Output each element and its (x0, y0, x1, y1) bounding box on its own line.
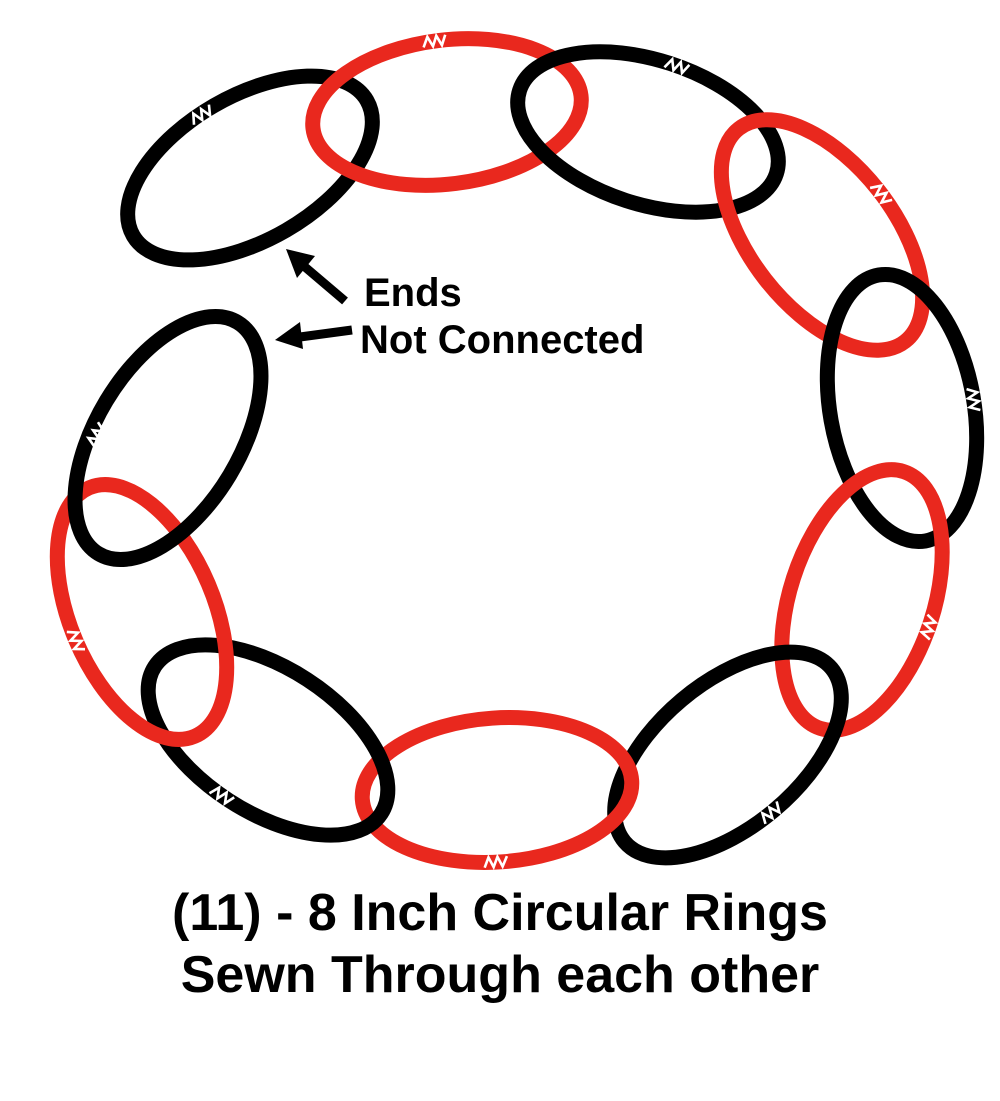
ring-11-black-upper-left (67, 308, 269, 568)
stitch-mark-icon (965, 387, 982, 412)
stitch-mark-icon (191, 104, 212, 125)
caption-line-1: (11) - 8 Inch Circular Rings (172, 884, 828, 942)
caption-group: (11) - 8 Inch Circular Rings Sewn Throug… (172, 884, 828, 1004)
rings-layer (49, 31, 985, 871)
stitch-mark-icon (422, 32, 447, 50)
ring-4-red-upper-right (713, 112, 931, 358)
stitch-mark-icon (208, 785, 235, 806)
stitch-mark-icon (869, 183, 893, 205)
annotation-not-connected-label: Not Connected (360, 318, 644, 362)
stitch-mark-icon (483, 853, 509, 871)
stitch-mark-icon (760, 801, 782, 825)
stitch-mark-icon (918, 613, 939, 641)
stitch-mark-icon (663, 56, 691, 77)
caption-line-2: Sewn Through each other (181, 946, 820, 1004)
ring-2-red-top (305, 31, 589, 193)
arrow-to-upper-end-icon (286, 249, 348, 305)
stitch-mark-icon (66, 630, 86, 651)
ends-annotation-group: Ends Not Connected (275, 249, 644, 362)
ring-8-red-bottom (354, 710, 640, 870)
ring-10-red-left (49, 477, 235, 747)
stitch-mark-icon (85, 421, 107, 448)
annotation-ends-label: Ends (364, 271, 462, 315)
ring-3-black-top-right (510, 44, 786, 220)
arrow-to-lower-end-icon (275, 322, 353, 349)
ring-1-black-top-left (120, 68, 380, 268)
